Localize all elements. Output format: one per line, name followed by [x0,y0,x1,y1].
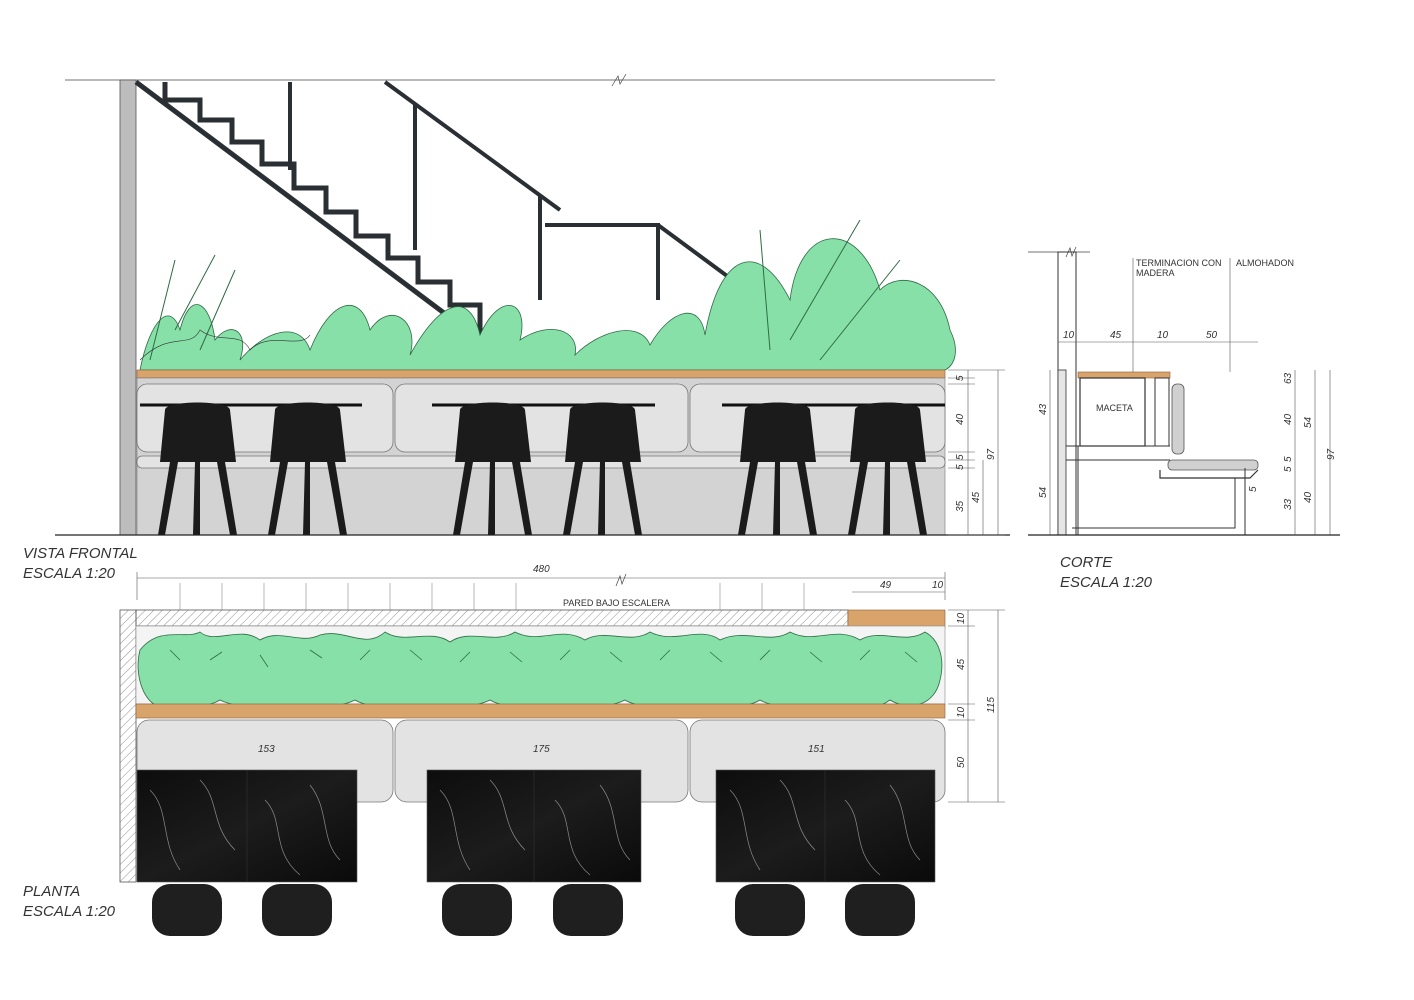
section-dim-63: 63 [1283,372,1294,384]
plan-stools [152,884,915,936]
section-seat-frame [1159,469,1259,479]
plan-seat-151: 151 [808,744,825,755]
stair-treads [179,583,805,610]
plan-dim-50: 50 [956,756,967,768]
section-dim-40a: 40 [1283,413,1294,425]
plan-stool [152,884,222,936]
plan-view-title: PLANTA [23,883,80,900]
front-dim-5a: 5 [955,375,966,381]
plan-dim-10b: 10 [956,706,967,718]
left-column [119,79,137,536]
section-dim-10b: 10 [1157,330,1169,341]
marble-tables [136,769,936,883]
front-plants [139,219,956,371]
section-dim-43: 43 [1038,403,1049,415]
section-wood-top [1077,371,1171,379]
staircase [134,80,782,342]
stool [268,402,347,535]
section-dim-50: 50 [1206,330,1218,341]
plan-plants [137,631,943,713]
plan-dim-115: 115 [986,697,997,713]
pot-label: MACETA [1096,403,1133,413]
stool [158,402,237,535]
note-wood-finish-line1: TERMINACION CON [1136,258,1222,268]
section-dim-45: 45 [1110,330,1122,341]
section-structure [1066,445,1246,536]
plan-wall-under-stair [135,609,849,627]
section-dim-54-right: 54 [1303,416,1314,428]
section-dim-97: 97 [1326,448,1337,460]
plan-stool [735,884,805,936]
plan-stool [553,884,623,936]
plan-seat-175: 175 [533,744,550,755]
plan-stool [262,884,332,936]
plan-left-wall [119,609,137,883]
wood-cap [136,369,946,379]
section-view-title: CORTE [1060,554,1113,571]
section-view-scale: ESCALA 1:20 [1060,574,1153,591]
front-view-title: VISTA FRONTAL [23,545,138,562]
plan-leaf-veins [169,649,918,668]
plan-wood-edge [135,703,946,719]
plan-stool [845,884,915,936]
note-wood-finish-line2: MADERA [1136,268,1175,278]
section-dim-40b: 40 [1303,491,1314,503]
plan-wood-corner [847,609,946,629]
plan-view-scale: ESCALA 1:20 [23,903,116,920]
plan-seat-153: 153 [258,744,275,755]
section-back-cushion [1171,383,1185,455]
stool [563,402,642,535]
front-dimensions: 5 40 5 5 35 45 97 [948,369,1005,536]
front-dim-5c: 5 [955,464,966,470]
plan-dim-10a: 10 [956,612,967,624]
front-elevation: 5 40 5 5 35 45 97 VISTA FRONTAL ESCALA 1… [23,73,1010,582]
front-dim-45: 45 [971,491,982,503]
front-dim-35: 35 [955,500,966,512]
plan-dim-10: 10 [932,580,944,591]
section-dim-5a: 5 [1283,456,1294,462]
section-dim-54-left: 54 [1038,486,1049,498]
section-dim-5b: 5 [1283,466,1294,472]
plan-wall-label: PARED BAJO ESCALERA [563,598,670,608]
break-mark [611,73,627,87]
plan-dim-45: 45 [956,658,967,670]
front-dim-97: 97 [986,448,997,460]
front-view-scale: ESCALA 1:20 [23,565,116,582]
note-cushion: ALMOHADON [1236,258,1294,268]
section-dim-inner-5: 5 [1248,486,1259,492]
section-seat-cushion [1167,459,1259,471]
stool [848,402,927,535]
section-dim-10a: 10 [1063,330,1075,341]
plan-right-dimensions: 10 45 10 50 115 [948,609,1005,803]
plan-stool [442,884,512,936]
plan-break-mark [615,573,627,587]
stools [158,402,927,535]
front-dim-40: 40 [955,413,966,425]
stool [738,402,817,535]
plan-dim-480: 480 [533,564,550,575]
section-wall-face [1057,369,1067,536]
section-dim-33: 33 [1283,498,1294,510]
front-dim-5b: 5 [955,454,966,460]
section-planter [1079,377,1146,447]
section-frame [1154,377,1170,447]
plan-view: 480 49 10 PARED BAJO ESCALERA 153 175 15… [23,564,1005,936]
stool [453,402,532,535]
marble-veins [149,779,921,876]
plan-dim-49: 49 [880,580,892,591]
section-view: MACETA TERMINACION CON MADERA ALMOHADON … [1028,246,1340,591]
